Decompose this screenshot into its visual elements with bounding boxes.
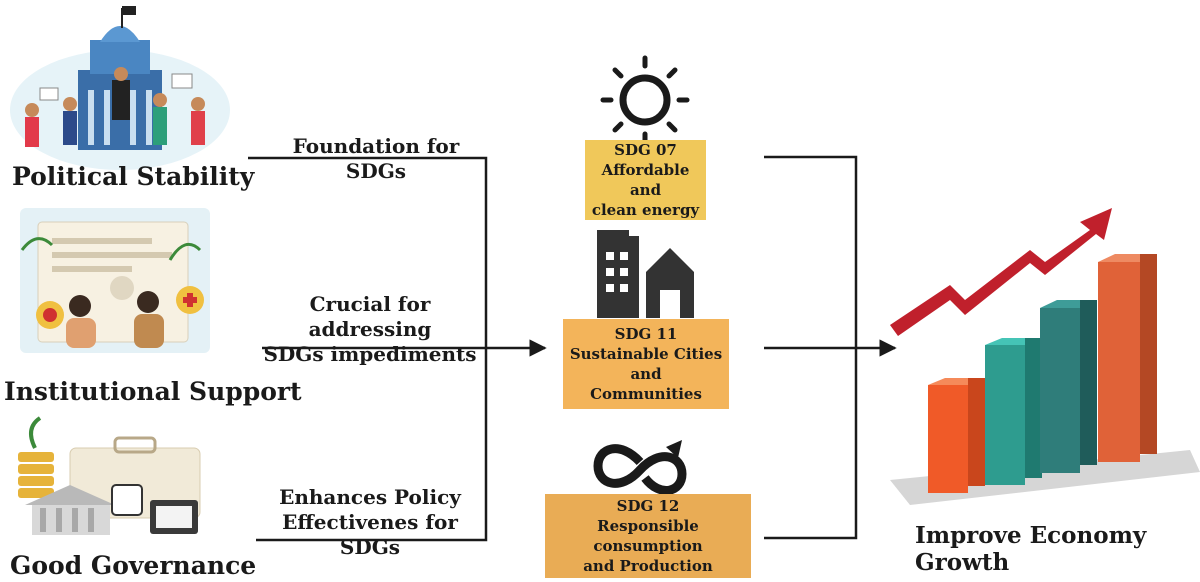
political-stability-illustration: [10, 6, 230, 170]
governance-connector: [256, 348, 488, 542]
growth-bar-1: [928, 378, 985, 493]
edge-enhances-label: Enhances Policy Effectivenes for SDGs: [279, 485, 461, 559]
sdg-11-box: SDG 11 Sustainable Cities and Communitie…: [563, 319, 729, 409]
institutional-support-label: Institutional Support: [4, 377, 302, 406]
good-governance-illustration: [18, 416, 201, 535]
edge-foundation-label: Foundation for SDGs: [292, 134, 460, 183]
connector-lines: [248, 156, 547, 542]
edge-crucial-label: Crucial for addressing SDGs impediments: [263, 292, 477, 366]
sdg-07-box: SDG 07 Affordable and clean energy: [585, 140, 706, 220]
political-connector: [248, 156, 488, 348]
trend-arrow: [890, 208, 1112, 336]
political-stability-label: Political Stability: [12, 162, 255, 191]
outcome-label: Improve Economy Growth: [915, 522, 1147, 576]
growth-bar-2: [985, 338, 1042, 485]
growth-bar-4: [1098, 254, 1157, 462]
sun-icon: [600, 55, 690, 145]
sdg-12-box: SDG 12 Responsible consumption and Produ…: [545, 494, 751, 578]
outcome-connector-lines: [764, 155, 897, 540]
city-buildings-icon: [597, 230, 694, 318]
economy-growth-illustration: [890, 208, 1200, 505]
institutional-support-illustration: [20, 208, 210, 353]
good-governance-label: Good Governance: [10, 551, 257, 580]
recycle-loop-icon: [593, 440, 687, 495]
growth-bar-3: [1040, 300, 1097, 473]
